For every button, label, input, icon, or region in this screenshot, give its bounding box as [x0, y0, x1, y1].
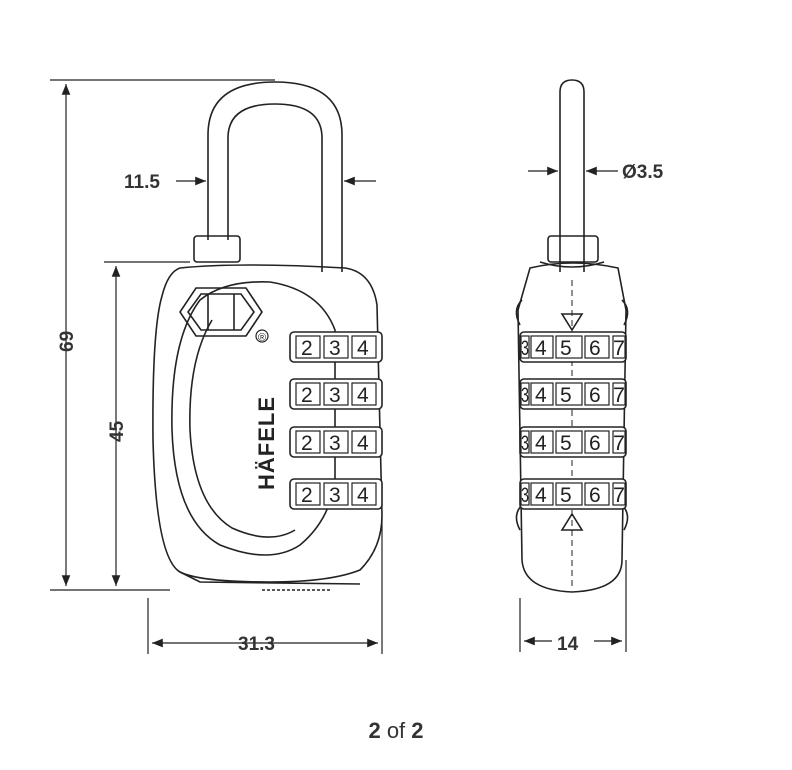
front-dial-digit: 4 [357, 484, 369, 507]
side-dial-digit: 4 [535, 337, 547, 360]
front-dial-cell [295, 335, 321, 359]
front-dial-digit: 4 [357, 384, 369, 407]
image-pager: 2 of 2 [0, 718, 792, 744]
side-dial-digit: 4 [535, 484, 547, 507]
registered-mark: ® [258, 332, 266, 344]
side-dial-digit: 5 [560, 432, 572, 455]
side-dial-digit: 4 [535, 384, 547, 407]
front-dial-digit: 3 [329, 384, 341, 407]
front-dial-cell [351, 430, 377, 454]
front-dial-cell [323, 382, 349, 406]
side-dial-digit: 3 [521, 432, 529, 455]
side-dial-digit: 6 [589, 384, 601, 407]
side-dial-digit: 7 [613, 484, 625, 507]
shackle-collar [193, 235, 241, 263]
side-dial-digit: 6 [589, 337, 601, 360]
front-dial-cell [323, 430, 349, 454]
brand-logo-text: HÄFELE [254, 396, 279, 490]
side-dial-cell [555, 482, 583, 506]
side-dial-digit: 5 [560, 484, 572, 507]
front-dial-cell [295, 430, 321, 454]
side-dial-cell [530, 430, 554, 454]
release-button-hex-icon [179, 287, 263, 337]
pager-current: 2 [368, 718, 381, 743]
front-dial-digit: 4 [357, 432, 369, 455]
front-dial-digit: 2 [301, 337, 313, 360]
dimension-height-body: 45 [107, 420, 128, 442]
side-dial-cell [520, 382, 530, 406]
side-dial-cell [612, 382, 626, 406]
front-inner-panel [171, 281, 336, 556]
dimension-width-side: 14 [557, 634, 579, 655]
side-lock-body [517, 262, 627, 593]
side-dial-digit: 3 [521, 484, 529, 507]
side-dial-cell [520, 335, 530, 359]
side-dial-digit: 3 [521, 384, 529, 407]
side-dial-digit: 7 [613, 432, 625, 455]
side-dial-digit: 5 [560, 337, 572, 360]
side-dial-cell [530, 382, 554, 406]
side-dial-cell [584, 430, 610, 454]
front-dial-cell [323, 482, 349, 506]
dimension-width-front: 31.3 [238, 634, 275, 655]
front-dial-digit: 3 [329, 432, 341, 455]
pager-separator: of [386, 718, 406, 743]
side-dial-cell [555, 335, 583, 359]
front-dial-digit: 3 [329, 484, 341, 507]
side-dial-cell [520, 482, 530, 506]
side-dial-cell [555, 382, 583, 406]
side-dial-cell [530, 335, 554, 359]
side-dial-digit: 7 [613, 337, 625, 360]
front-view [152, 81, 383, 591]
front-dial-digit: 4 [357, 337, 369, 360]
side-dial-cell [612, 482, 626, 506]
front-lock-body [152, 264, 383, 583]
front-dial-digit: 3 [329, 337, 341, 360]
front-dial-digit: 2 [301, 432, 313, 455]
side-dial-cell [584, 482, 610, 506]
side-dial-digit: 5 [560, 384, 572, 407]
dimension-shackle-diameter: Ø3.5 [622, 162, 664, 183]
front-shackle [207, 81, 343, 272]
side-dial-cell [520, 430, 530, 454]
side-dial-cell [555, 430, 583, 454]
front-dial-digit: 2 [301, 484, 313, 507]
front-dial-cell [295, 382, 321, 406]
front-dial-digit: 2 [301, 384, 313, 407]
front-dial-cell [295, 482, 321, 506]
dimension-height-total: 69 [57, 331, 78, 352]
front-dial-cell [351, 382, 377, 406]
side-dial-digit: 4 [535, 432, 547, 455]
side-dial-cell [612, 335, 626, 359]
side-shackle [559, 79, 585, 272]
side-dial-cell [530, 482, 554, 506]
front-dial-cell [351, 335, 377, 359]
front-dial-cell [323, 335, 349, 359]
front-dial-cell [351, 482, 377, 506]
side-dial-cell [584, 382, 610, 406]
side-dial-digit: 6 [589, 432, 601, 455]
side-dial-cell [612, 430, 626, 454]
side-dial-digit: 6 [589, 484, 601, 507]
side-dial-digit: 7 [613, 384, 625, 407]
side-dial-cell [584, 335, 610, 359]
dimension-shackle-gap: 11.5 [124, 172, 160, 193]
side-dial-digit: 3 [521, 337, 529, 360]
pager-total: 2 [411, 718, 424, 743]
